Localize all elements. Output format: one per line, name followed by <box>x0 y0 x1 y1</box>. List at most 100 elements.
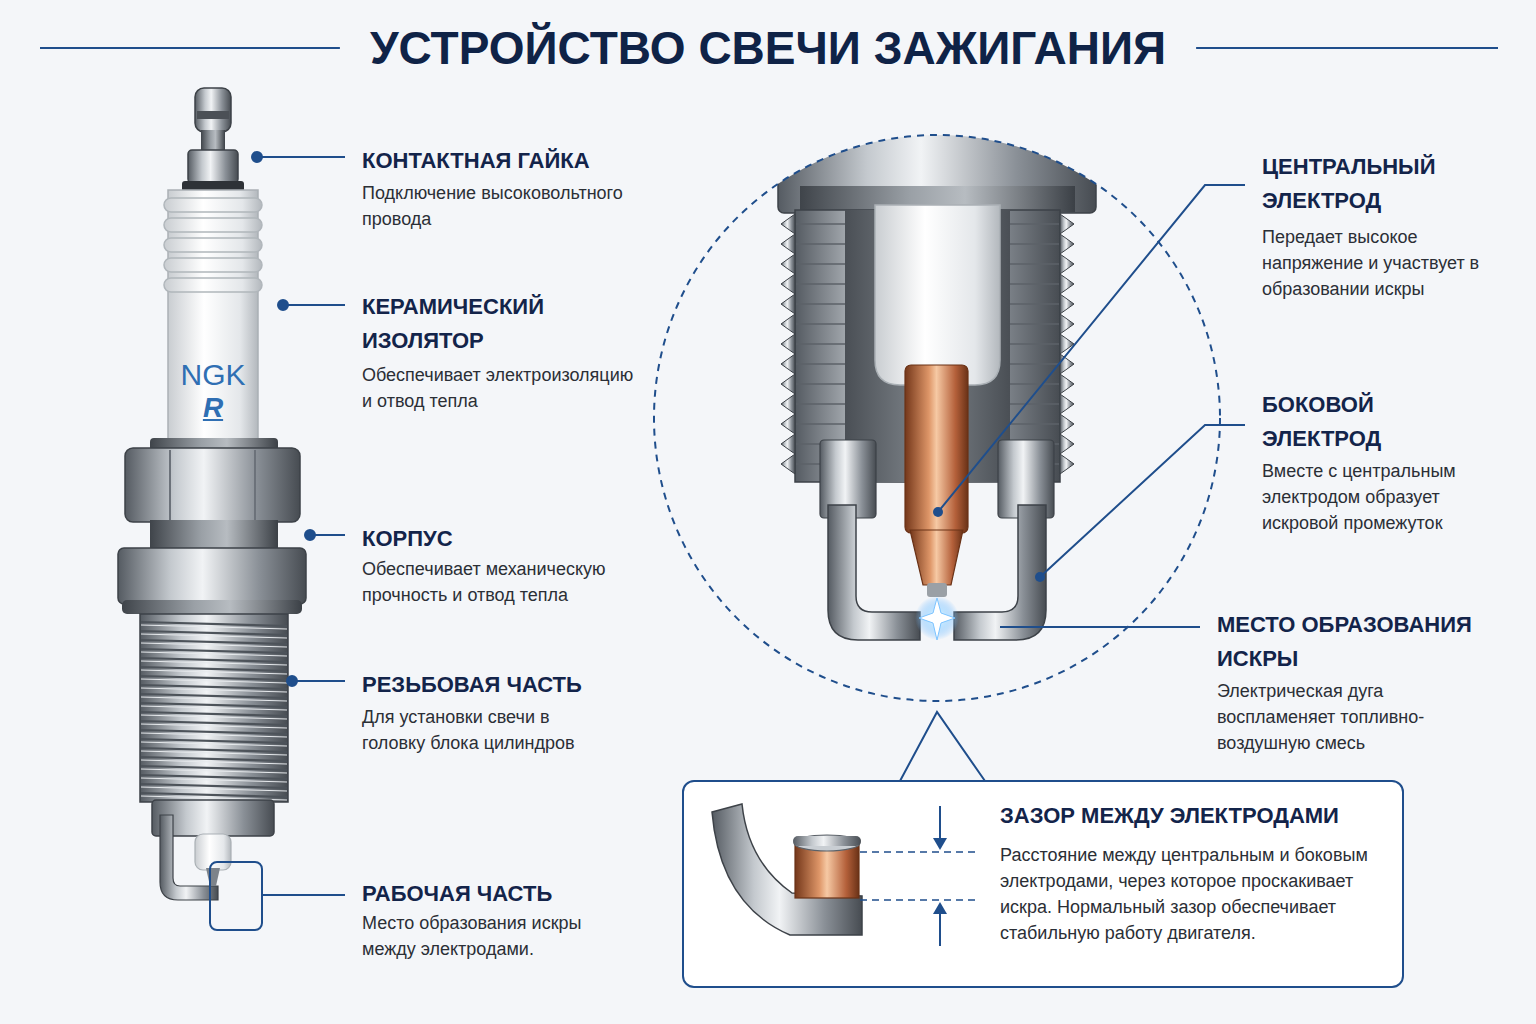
gap-inset <box>712 804 862 935</box>
thread-teeth <box>1060 274 1074 294</box>
thread-teeth <box>1060 214 1074 234</box>
thread-teeth <box>1060 454 1074 474</box>
insulator-ribs <box>164 198 262 212</box>
thread-teeth <box>1060 394 1074 414</box>
spark-plug <box>197 111 229 119</box>
title-rule <box>40 47 340 49</box>
part-name: МЕСТО ОБРАЗОВАНИЯ ИСКРЫ <box>1217 608 1507 676</box>
side-electrode <box>954 505 1046 640</box>
insulator-ribs <box>164 238 262 252</box>
thread-lines <box>141 724 287 728</box>
thread-lines <box>141 769 287 773</box>
diagram-title: УСТРОЙСТВО СВЕЧИ ЗАЖИГАНИЯ <box>370 16 1166 80</box>
spark-plug <box>195 834 231 870</box>
thread-lines <box>141 697 287 701</box>
thread-lines <box>141 751 287 755</box>
center-electrode-tip <box>206 868 220 886</box>
leader-lines <box>278 300 288 310</box>
part-name: РАБОЧАЯ ЧАСТЬ <box>362 877 662 911</box>
leader-lines <box>252 152 345 895</box>
box-body: Расстояние между центральным и боковым э… <box>1000 842 1386 946</box>
cutaway <box>778 118 1096 213</box>
part-name: КЕРАМИЧЕСКИЙ ИЗОЛЯТОР <box>362 290 602 358</box>
part-description: Обеспечивает электроизоляцию и отвод теп… <box>362 362 647 414</box>
spark-plug <box>254 450 256 520</box>
spark-plug <box>122 600 302 614</box>
spark-plug <box>150 520 278 550</box>
part-name: БОКОВОЙ ЭЛЕКТРОД <box>1262 388 1482 456</box>
thread-lines <box>141 670 287 674</box>
thread-teeth <box>1060 294 1074 314</box>
thread-teeth <box>781 274 795 294</box>
thread-teeth <box>781 454 795 474</box>
part-description: Подключение высоковольтного провода <box>362 180 662 232</box>
spark-plug <box>125 448 300 522</box>
title-rule <box>1196 47 1498 49</box>
gap-inset <box>939 806 941 842</box>
insulator-ribs <box>164 218 262 232</box>
thread-teeth <box>1060 374 1074 394</box>
brand-mark: NGK <box>168 358 258 392</box>
leader-lines <box>283 304 345 306</box>
tip-highlight <box>210 862 262 930</box>
spark-plug <box>118 548 306 604</box>
thread-teeth <box>1060 414 1074 434</box>
thread-lines <box>141 733 287 737</box>
thread-lines <box>141 742 287 746</box>
leader-dots <box>933 507 1045 582</box>
thread-lines <box>141 652 287 656</box>
gap-inset <box>860 899 975 901</box>
thread-teeth <box>781 314 795 334</box>
thread-teeth <box>1060 434 1074 454</box>
thread-lines <box>141 622 287 800</box>
gap-inset <box>860 851 975 853</box>
box-ground <box>683 781 1403 987</box>
gap-inset <box>793 836 861 846</box>
thread-lines <box>141 661 287 665</box>
spark-star <box>919 598 955 640</box>
leader-lines <box>1000 626 1200 628</box>
thread-teeth <box>781 434 795 454</box>
part-description: Передает высокое напряжение и участвует … <box>1262 224 1517 302</box>
thread-teeth <box>781 234 795 254</box>
leader-dots <box>1035 572 1045 582</box>
part-description: Обеспечивает механическую прочность и от… <box>362 556 662 608</box>
leader-dots <box>933 507 943 517</box>
gap-inset <box>712 804 975 946</box>
leader-lines <box>938 185 1245 512</box>
cutaway <box>927 583 947 597</box>
leader-lines <box>938 185 1245 627</box>
thread-lines <box>141 643 287 647</box>
insulator-ribs <box>164 278 262 292</box>
thread-teeth <box>781 254 795 274</box>
part-name: КОНТАКТНАЯ ГАЙКА <box>362 144 662 178</box>
brand-mark: R <box>168 392 258 424</box>
gap-inset <box>794 835 860 851</box>
thread-teeth <box>781 354 795 374</box>
spark-plug <box>140 614 288 802</box>
spark-plug <box>195 88 231 132</box>
leader-lines <box>252 152 262 162</box>
callout-pointer <box>900 712 985 781</box>
thread-teeth <box>781 414 795 434</box>
zoom-circle <box>654 135 1220 701</box>
thread-teeth <box>781 374 795 394</box>
part-description: Электрическая дуга воспламеняет топливно… <box>1217 678 1487 756</box>
cutaway <box>910 530 963 585</box>
thread-teeth <box>1060 314 1074 334</box>
spark-plug <box>118 88 306 900</box>
thread-teeth <box>1060 234 1074 254</box>
side-electrode <box>828 505 920 640</box>
thread-lines <box>141 706 287 710</box>
part-description: Место образования искры между электродам… <box>362 910 622 962</box>
center-electrode <box>905 365 968 533</box>
thread-lines <box>141 787 287 791</box>
gap-inset <box>939 910 941 946</box>
thread-teeth <box>781 394 795 414</box>
part-description: Для установки свечи в головку блока цили… <box>362 704 612 756</box>
thread-lines <box>141 760 287 764</box>
thread-teeth <box>781 294 795 314</box>
part-name: РЕЗЬБОВАЯ ЧАСТЬ <box>362 668 662 702</box>
